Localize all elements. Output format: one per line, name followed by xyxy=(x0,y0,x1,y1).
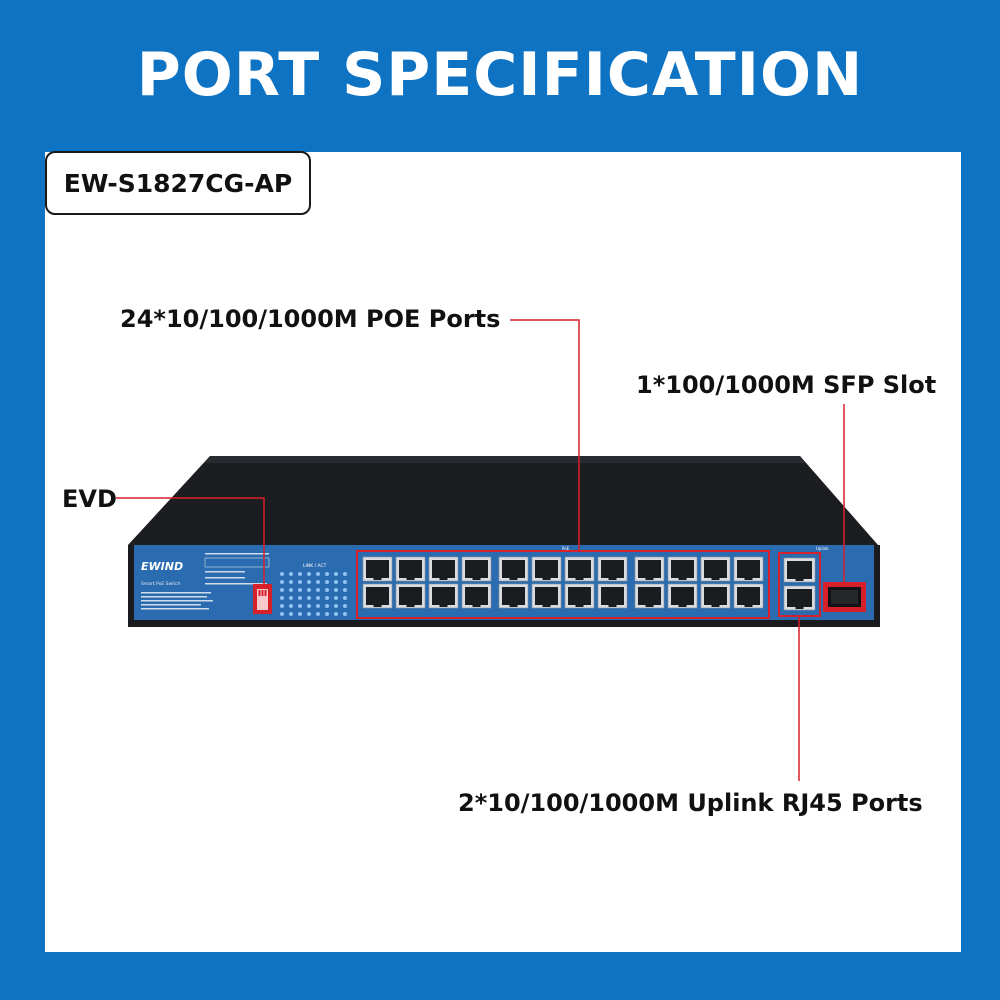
status-led xyxy=(289,588,293,592)
status-led xyxy=(289,596,293,600)
status-led xyxy=(298,604,302,608)
rj45-port xyxy=(597,583,628,609)
status-led xyxy=(289,580,293,584)
status-led xyxy=(343,604,347,608)
status-led xyxy=(280,596,284,600)
rj45-port xyxy=(564,556,595,582)
switch-top-surface xyxy=(128,456,878,545)
poe-group-label: PoE xyxy=(562,546,570,551)
status-led xyxy=(298,612,302,616)
status-led xyxy=(325,596,329,600)
rj45-port xyxy=(531,556,562,582)
status-led xyxy=(325,588,329,592)
switch-front-edge xyxy=(128,620,880,627)
poe-callout-line xyxy=(510,319,580,551)
status-led xyxy=(298,588,302,592)
status-led xyxy=(316,580,320,584)
status-led xyxy=(316,612,320,616)
status-led xyxy=(307,612,311,616)
rj45-port xyxy=(428,583,459,609)
status-led xyxy=(316,588,320,592)
rj45-port xyxy=(733,583,764,609)
status-led xyxy=(307,596,311,600)
status-led xyxy=(334,580,338,584)
poe-ports-highlight xyxy=(356,550,770,619)
status-led xyxy=(280,572,284,576)
rj45-port xyxy=(597,556,628,582)
uplink-group-label: Uplink xyxy=(816,546,829,551)
status-led xyxy=(325,604,329,608)
status-led xyxy=(280,580,284,584)
status-led xyxy=(280,588,284,592)
status-led xyxy=(289,572,293,576)
rj45-port xyxy=(564,583,595,609)
rj45-port xyxy=(395,556,426,582)
status-led xyxy=(343,596,347,600)
status-led xyxy=(343,580,347,584)
rj45-port xyxy=(733,556,764,582)
rj45-port xyxy=(531,583,562,609)
rj45-port xyxy=(428,556,459,582)
poe-ports-callout: 24*10/100/1000M POE Ports xyxy=(120,305,501,333)
status-led xyxy=(325,572,329,576)
rj45-port xyxy=(498,556,529,582)
status-led xyxy=(343,588,347,592)
switch-top-highlight xyxy=(204,456,806,463)
rj45-port xyxy=(667,556,698,582)
rj45-port xyxy=(461,583,492,609)
rj45-port xyxy=(634,583,665,609)
rj45-port xyxy=(700,556,731,582)
rj45-port xyxy=(461,556,492,582)
status-led xyxy=(298,596,302,600)
status-led xyxy=(280,612,284,616)
device-subtitle: Smart PoE Switch xyxy=(141,581,181,587)
status-led xyxy=(307,604,311,608)
rj45-port xyxy=(362,583,393,609)
evd-callout-line xyxy=(116,497,265,584)
status-led xyxy=(298,572,302,576)
page-title: PORT SPECIFICATION xyxy=(136,40,864,110)
uplink-ports-callout: 2*10/100/1000M Uplink RJ45 Ports xyxy=(458,789,923,817)
rj45-port xyxy=(395,583,426,609)
status-led xyxy=(307,580,311,584)
brand-logo: EWIND xyxy=(141,560,183,573)
status-led xyxy=(316,596,320,600)
status-led xyxy=(334,572,338,576)
rj45-port xyxy=(667,583,698,609)
status-led xyxy=(334,588,338,592)
evd-callout: EVD xyxy=(62,485,117,513)
rj45-port xyxy=(783,557,816,583)
status-led xyxy=(334,604,338,608)
status-led xyxy=(316,604,320,608)
status-led xyxy=(289,604,293,608)
status-led xyxy=(307,588,311,592)
status-led xyxy=(325,612,329,616)
status-led xyxy=(280,604,284,608)
rj45-port xyxy=(783,585,816,611)
status-led xyxy=(343,612,347,616)
status-led xyxy=(316,572,320,576)
rj45-port xyxy=(700,583,731,609)
status-led xyxy=(334,612,338,616)
sfp-slot-callout: 1*100/1000M SFP Slot xyxy=(636,371,937,399)
status-led xyxy=(298,580,302,584)
status-led xyxy=(289,612,293,616)
status-led xyxy=(307,572,311,576)
status-led xyxy=(343,572,347,576)
status-led xyxy=(334,596,338,600)
rj45-port xyxy=(634,556,665,582)
status-led xyxy=(325,580,329,584)
rj45-port xyxy=(498,583,529,609)
led-panel-label: LINK / ACT xyxy=(303,563,327,569)
rj45-port xyxy=(362,556,393,582)
model-label: EW-S1827CG-AP xyxy=(45,151,311,215)
